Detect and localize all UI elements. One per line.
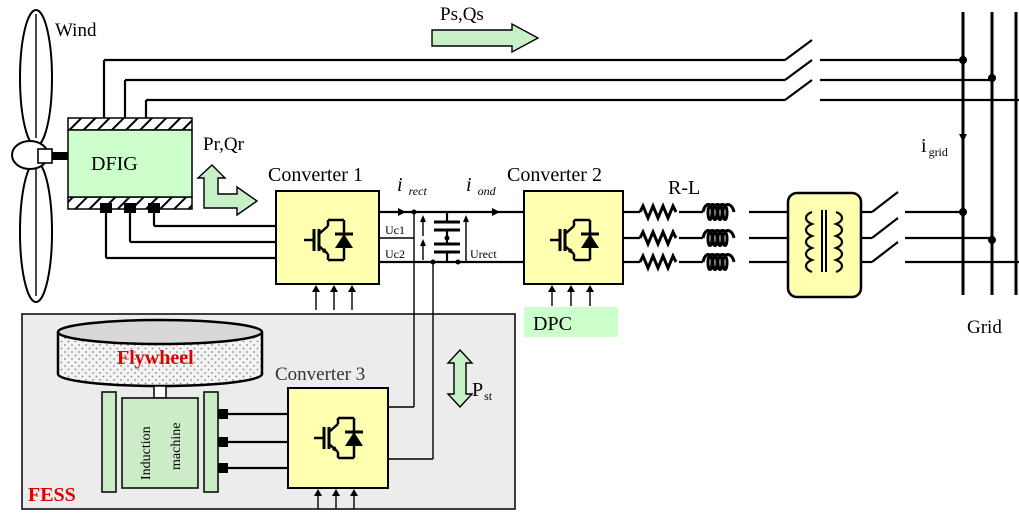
converter-1-control-arrows bbox=[312, 285, 356, 310]
wind-turbine-icon bbox=[11, 9, 70, 303]
transformer-icon bbox=[786, 191, 863, 299]
converter-1-box bbox=[275, 190, 380, 285]
induction-machine-block bbox=[101, 391, 228, 493]
wind-label: Wind bbox=[55, 20, 97, 41]
grid-label: Grid bbox=[967, 317, 1002, 338]
grid-bus bbox=[959, 12, 1018, 295]
ps-qs-label: Ps,Qs bbox=[440, 4, 484, 25]
dc-link bbox=[379, 208, 524, 460]
converter-1-label: Converter 1 bbox=[268, 164, 363, 186]
converter-3-label: Converter 3 bbox=[275, 364, 365, 385]
induction-machine-label-2: machine bbox=[169, 423, 184, 470]
p-st-label: Pst bbox=[472, 379, 493, 403]
uc1-label: Uc1 bbox=[385, 223, 405, 237]
stator-lines bbox=[102, 39, 1019, 120]
dfig-label: DFIG bbox=[91, 153, 138, 175]
urect-label: Urect bbox=[470, 247, 497, 261]
flywheel-icon bbox=[56, 318, 264, 399]
ps-qs-arrow bbox=[431, 22, 540, 54]
rl-label: R-L bbox=[668, 177, 700, 199]
rl-filter bbox=[623, 203, 788, 271]
pr-qr-label: Pr,Qr bbox=[203, 134, 245, 155]
dpc-box bbox=[524, 307, 618, 337]
dpc-label: DPC bbox=[533, 313, 572, 335]
grid-side-switches bbox=[861, 191, 1019, 264]
uc2-label: Uc2 bbox=[385, 247, 405, 261]
converter-3-box bbox=[287, 387, 389, 489]
rotor-lines bbox=[104, 213, 276, 260]
flywheel-label: Flywheel bbox=[117, 347, 194, 369]
induction-machine-label-1: Induction bbox=[139, 426, 154, 480]
converter-2-control-arrows bbox=[548, 285, 594, 306]
dfig-block bbox=[67, 117, 193, 213]
converter-2-label: Converter 2 bbox=[507, 164, 602, 186]
fess-label: FESS bbox=[28, 484, 76, 506]
converter-2-box bbox=[523, 190, 624, 285]
pr-qr-arrow bbox=[196, 164, 259, 217]
converter-3-control-arrows bbox=[314, 489, 358, 509]
machine-to-converter-3-lines bbox=[228, 412, 288, 470]
p-st-arrow bbox=[446, 348, 474, 409]
